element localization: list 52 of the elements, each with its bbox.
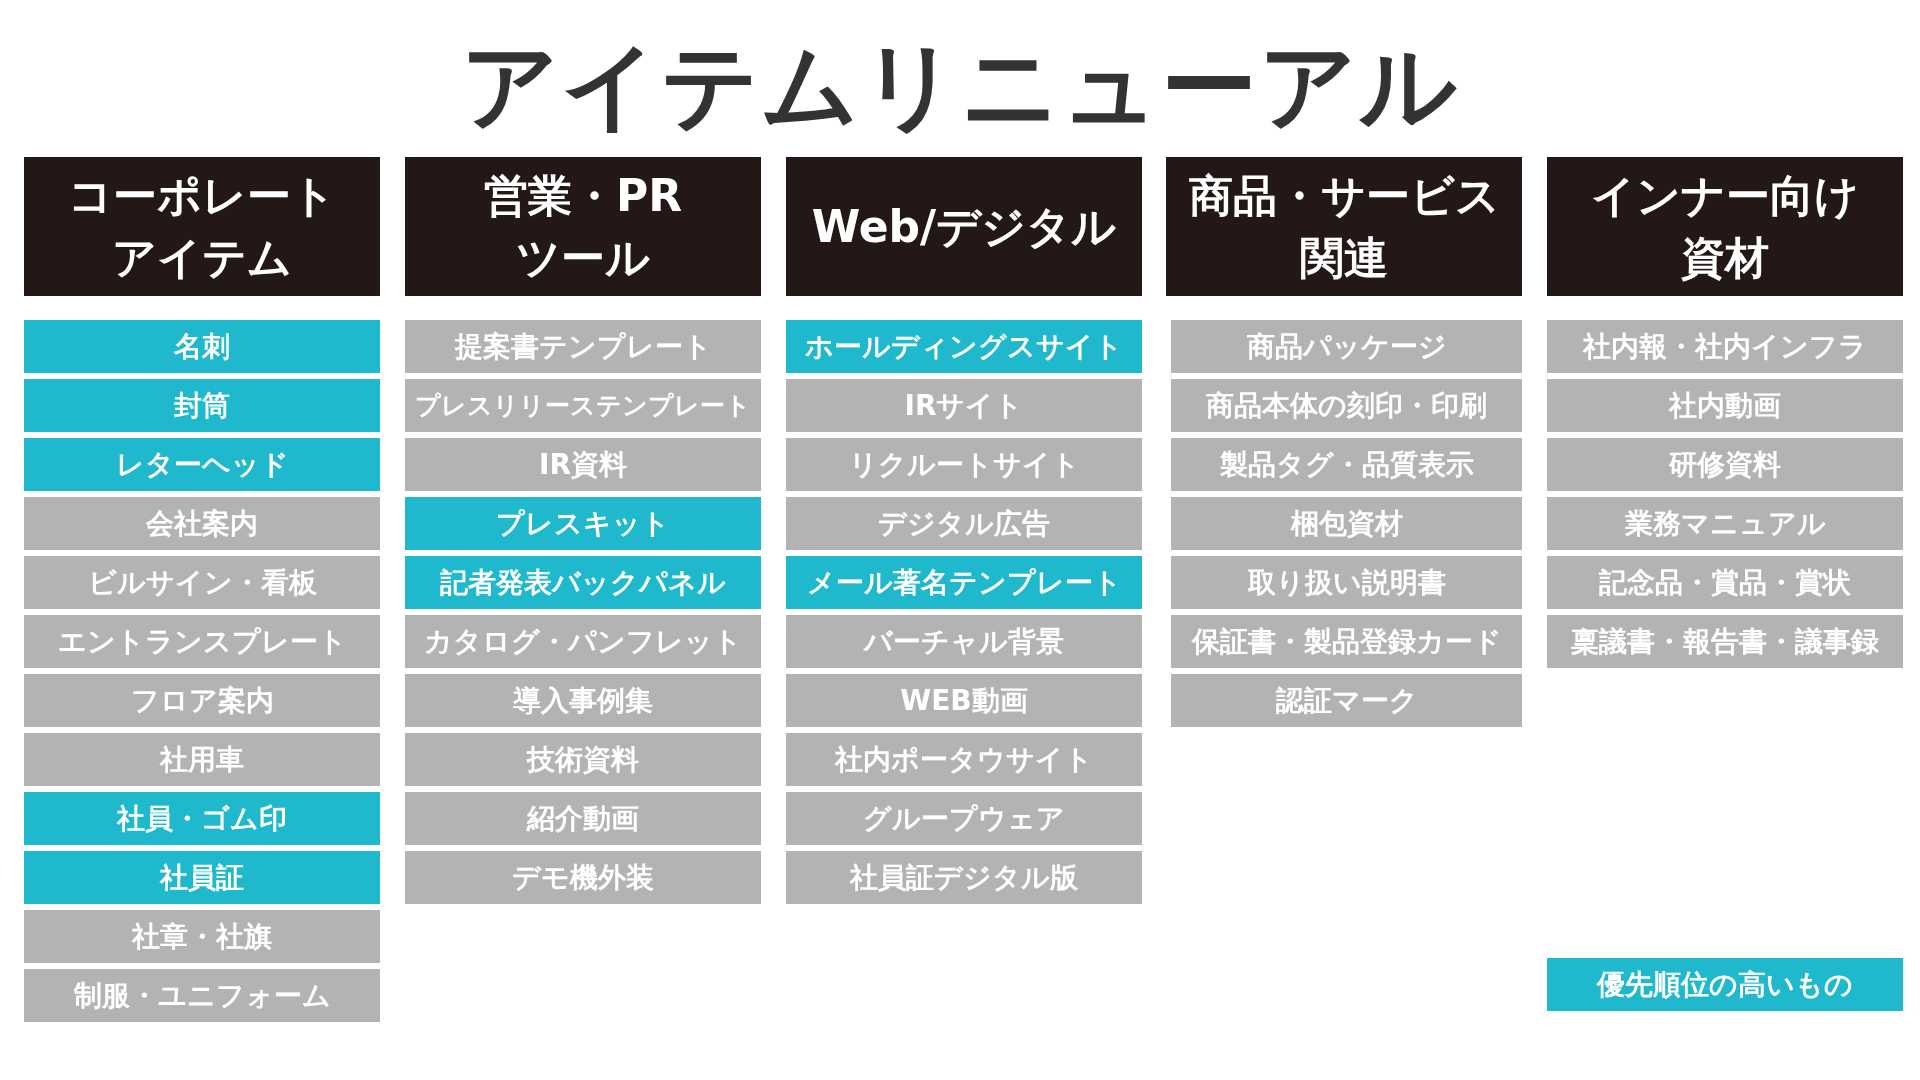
item-box: 社用車 [24,733,380,786]
item-box: IR資料 [405,438,761,491]
item-box: 封筒 [24,379,380,432]
item-box: 研修資料 [1547,438,1903,491]
item-box: 業務マニュアル [1547,497,1903,550]
item-box: フロア案内 [24,674,380,727]
item-box: 提案書テンプレート [405,320,761,373]
column-header: コーポレートアイテム [24,157,380,296]
item-box: 社内ポータウサイト [786,733,1142,786]
item-box: 記者発表バックパネル [405,556,761,609]
column-header: 商品・サービス関連 [1166,157,1522,296]
item-box: プレスリリーステンプレート [405,379,761,432]
item-box: 社章・社旗 [24,910,380,963]
item-box: WEB動画 [786,674,1142,727]
item-box: 商品パッケージ [1171,320,1522,373]
item-box: 梱包資材 [1171,497,1522,550]
item-box: 会社案内 [24,497,380,550]
item-box: カタログ・パンフレット [405,615,761,668]
item-box: バーチャル背景 [786,615,1142,668]
item-box: プレスキット [405,497,761,550]
column-header: Web/デジタル [786,157,1142,296]
item-box: 名刺 [24,320,380,373]
item-box: メール著名テンプレート [786,556,1142,609]
item-box: 技術資料 [405,733,761,786]
item-box: 社員証デジタル版 [786,851,1142,904]
item-box: 紹介動画 [405,792,761,845]
column-header: 営業・PRツール [405,157,761,296]
item-box: エントランスプレート [24,615,380,668]
item-box: デジタル広告 [786,497,1142,550]
item-box: 製品タグ・品質表示 [1171,438,1522,491]
item-box: 社内動画 [1547,379,1903,432]
item-box: IRサイト [786,379,1142,432]
item-box: 制服・ユニフォーム [24,969,380,1022]
item-box: 社員・ゴム印 [24,792,380,845]
item-box: 取り扱い説明書 [1171,556,1522,609]
item-box: 社員証 [24,851,380,904]
legend-swatch: 優先順位の高いもの [1547,958,1903,1011]
item-box: 認証マーク [1171,674,1522,727]
item-box: 保証書・製品登録カード [1171,615,1522,668]
item-box: リクルートサイト [786,438,1142,491]
item-box: 稟議書・報告書・議事録 [1547,615,1903,668]
item-box: 導入事例集 [405,674,761,727]
item-box: グループウェア [786,792,1142,845]
item-box: レターヘッド [24,438,380,491]
item-box: 商品本体の刻印・印刷 [1171,379,1522,432]
column-header: インナー向け資材 [1547,157,1903,296]
item-box: 社内報・社内インフラ [1547,320,1903,373]
title: アイテムリニューアル [460,29,1460,144]
item-box: 記念品・賞品・賞状 [1547,556,1903,609]
item-box: ビルサイン・看板 [24,556,380,609]
item-box: デモ機外装 [405,851,761,904]
item-box: ホールディングスサイト [786,320,1142,373]
